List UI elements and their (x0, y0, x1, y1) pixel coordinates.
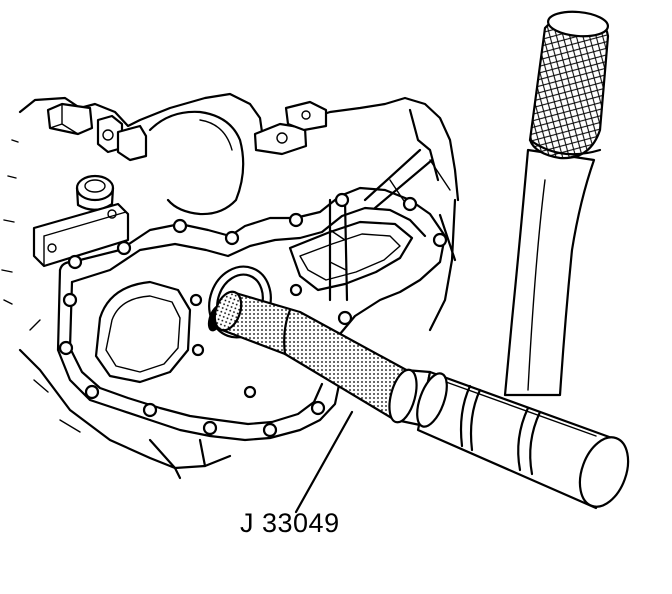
engine-block (1, 92, 460, 480)
seal-installer-tool (213, 290, 432, 427)
mallet (416, 10, 630, 510)
tool-callout-label: J 33049 (240, 508, 340, 538)
callout-leader-line (294, 410, 354, 514)
bolt-holes (58, 192, 448, 438)
